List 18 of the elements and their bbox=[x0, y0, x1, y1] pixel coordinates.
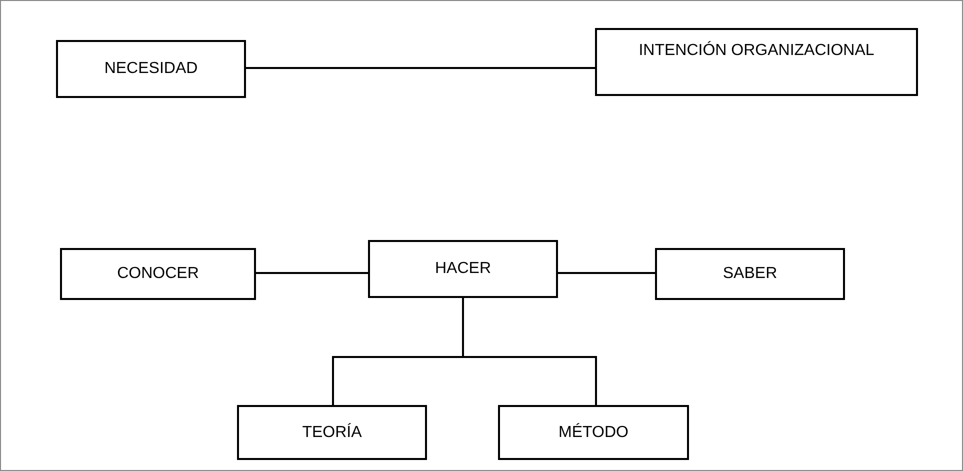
box-label: CONOCER bbox=[117, 265, 199, 283]
box-label: HACER bbox=[434, 260, 491, 278]
connector-line bbox=[256, 272, 368, 274]
process-box bbox=[368, 240, 558, 298]
process-box bbox=[655, 248, 845, 300]
process-box bbox=[498, 405, 689, 460]
connector-line bbox=[246, 67, 595, 69]
process-box bbox=[237, 405, 427, 460]
box-label: MÉTODO bbox=[558, 424, 628, 442]
box-label: INTENCIÓN ORGANIZACIONAL bbox=[638, 42, 874, 60]
connector-line bbox=[558, 272, 655, 274]
process-box bbox=[60, 248, 256, 300]
connector-line bbox=[462, 298, 597, 405]
box-label: NECESIDAD bbox=[104, 60, 198, 78]
box-label: SABER bbox=[722, 265, 778, 283]
process-box bbox=[56, 40, 246, 98]
box-label: TEORÍA bbox=[302, 424, 362, 442]
process-box bbox=[595, 28, 918, 96]
